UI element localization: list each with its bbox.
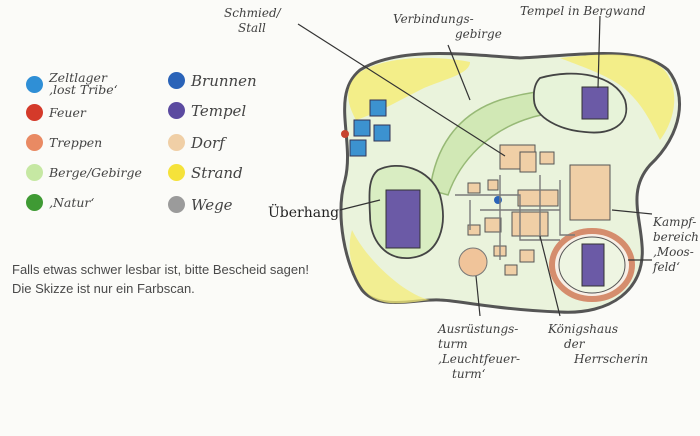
legend-item-treppen: Treppen: [26, 134, 102, 151]
legend-item-strand: Strand: [168, 164, 243, 181]
legend-item-berge: Berge/Gebirge: [26, 164, 142, 181]
note-line-2: Die Skizze ist nur ein Farbscan.: [12, 281, 195, 296]
paths: [455, 175, 575, 260]
legend-label-natur: ‚Natur‘: [49, 194, 95, 210]
label-schmied-line1: Schmied/: [224, 6, 281, 20]
legend-label-zeltlager-2: ‚lost Tribe‘: [49, 82, 118, 97]
salmon-dot-icon: [26, 134, 43, 151]
label-koenig-line3: Herrscherin: [574, 352, 649, 366]
label-verbindungsgebirge: Verbindungs- gebirge: [393, 12, 502, 42]
legend-label-wege: Wege: [191, 195, 233, 214]
label-ausruestung-line2: turm: [438, 337, 468, 351]
well-marker: [494, 196, 502, 204]
lightgreen-dot-icon: [26, 164, 43, 181]
label-kampf-line2: bereich: [653, 230, 699, 244]
label-kampf-line4: feld‘: [653, 260, 680, 274]
leader-lines: [297, 15, 653, 317]
legend-item-brunnen: Brunnen: [168, 72, 257, 89]
note: Falls etwas schwer lesbar ist, bitte Bes…: [12, 260, 309, 298]
legend-item-feuer: Feuer: [26, 104, 86, 121]
gray-dot-icon: [168, 196, 185, 213]
legend-label-treppen: Treppen: [49, 134, 103, 150]
legend-label-feuer: Feuer: [49, 104, 86, 120]
red-dot-icon: [26, 104, 43, 121]
legend-label-berge: Berge/Gebirge: [49, 164, 142, 180]
legend-label-strand: Strand: [191, 163, 243, 182]
beach-south-west: [349, 230, 430, 304]
yellow-dot-icon: [168, 164, 185, 181]
green-dot-icon: [26, 194, 43, 211]
temple-overhang: [385, 189, 421, 249]
label-kampf-line3: ‚Moos-: [653, 245, 694, 259]
tent-camp: [349, 99, 391, 157]
label-koenigshaus: Königshaus der Herrscherin: [548, 322, 648, 367]
label-kampf-line1: Kampf-: [653, 215, 697, 229]
legend-item-tempel: Tempel: [168, 102, 246, 119]
label-ausruestung-line3: ‚Leuchtfeuer-: [438, 352, 521, 366]
temple-moss-field: [581, 243, 605, 287]
legend: Zeltlager ‚lost Tribe‘ Feuer Treppen Ber…: [26, 66, 276, 226]
darkblue-dot-icon: [168, 72, 185, 89]
fire-marker: [341, 130, 349, 138]
legend-item-natur: ‚Natur‘: [26, 194, 94, 211]
temple-in-rock-wall: [581, 86, 609, 120]
legend-label-tempel: Tempel: [191, 101, 247, 120]
label-verbindung-line2: gebirge: [455, 27, 502, 41]
label-koenig-line2: der: [564, 337, 585, 351]
legend-label-dorf: Dorf: [191, 133, 225, 152]
legend-label-brunnen: Brunnen: [191, 71, 257, 90]
label-ausruestung-line1: Ausrüstungs-: [438, 322, 519, 336]
equipment-tower: [458, 247, 488, 277]
legend-label-zeltlager: Zeltlager: [49, 70, 107, 85]
label-kampfbereich: Kampf- bereich ‚Moos- feld‘: [653, 215, 699, 275]
label-ausruestungsturm: Ausrüstungs- turm ‚Leuchtfeuer- turm‘: [438, 322, 520, 382]
label-tempel-bergwand: Tempel in Bergwand: [520, 4, 646, 18]
legend-item-dorf: Dorf: [168, 134, 225, 151]
blue-dot-icon: [26, 75, 43, 93]
purple-dot-icon: [168, 102, 185, 119]
label-ueberhang: Überhang: [268, 205, 340, 221]
legend-item-zeltlager: Zeltlager ‚lost Tribe‘: [26, 70, 118, 97]
label-verbindung-line1: Verbindungs-: [393, 12, 474, 26]
label-schmied-line2: Stall: [238, 21, 266, 35]
label-koenig-line1: Königshaus: [548, 322, 619, 336]
note-line-1: Falls etwas schwer lesbar ist, bitte Bes…: [12, 262, 309, 277]
label-ausruestung-line4: turm‘: [452, 367, 486, 381]
beach-north-east: [560, 54, 675, 140]
beige-dot-icon: [168, 134, 185, 151]
legend-item-wege: Wege: [168, 196, 233, 213]
label-schmied: Schmied/ Stall: [224, 6, 281, 36]
